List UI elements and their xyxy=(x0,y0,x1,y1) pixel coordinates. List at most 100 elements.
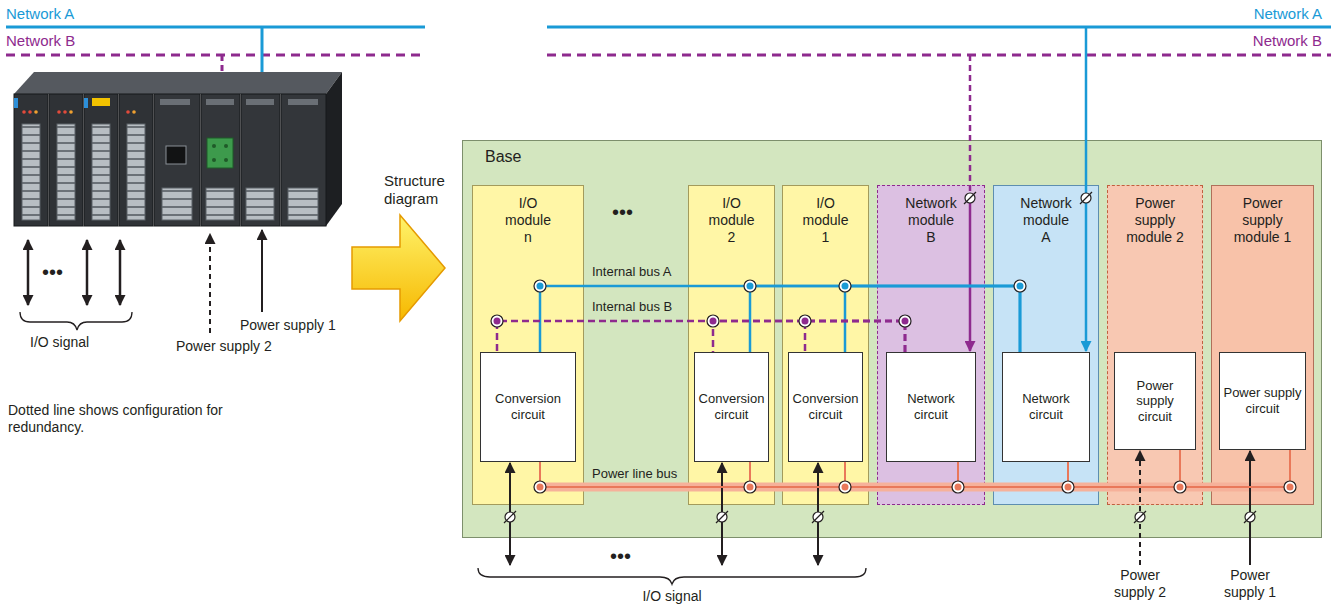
terminal-block xyxy=(288,188,318,220)
power-arrow xyxy=(261,230,263,312)
label-holder: ••• xyxy=(42,260,63,284)
base-title: Base xyxy=(485,147,1321,166)
green-connector xyxy=(207,138,233,168)
module-title: Power supply module 2 xyxy=(1123,195,1187,245)
io-arrow xyxy=(86,240,89,305)
network-a-line xyxy=(547,26,1331,29)
junction xyxy=(899,315,911,327)
circuit-box: Conversion circuit xyxy=(480,352,576,462)
screw xyxy=(224,158,228,162)
label-holder: Network B xyxy=(1253,32,1322,50)
io-module-front xyxy=(84,94,118,226)
power-label: Power supply 2 xyxy=(1110,567,1170,601)
bus-label: Internal bus B xyxy=(592,299,672,315)
circuit-box: Network circuit xyxy=(886,352,976,462)
label-holder: Internal bus B xyxy=(592,299,672,315)
bracket xyxy=(478,568,866,584)
junction xyxy=(744,481,756,493)
terminal-block xyxy=(57,124,75,220)
junction xyxy=(744,280,756,292)
junction xyxy=(534,280,546,292)
junction xyxy=(707,315,719,327)
junction xyxy=(534,481,546,493)
yellow-arrow xyxy=(352,215,445,321)
ellipsis-mark: ••• xyxy=(610,544,631,568)
led xyxy=(57,110,61,114)
label-holder: Power supply 2 xyxy=(1110,567,1170,601)
power-label: Power supply 2 xyxy=(176,338,272,355)
device-photo xyxy=(14,72,342,226)
network-a-arrow xyxy=(1085,203,1088,351)
network-module-front xyxy=(201,94,240,226)
module-plate xyxy=(246,99,274,105)
junction xyxy=(1284,481,1296,493)
circuit-box: Network circuit xyxy=(1002,352,1090,462)
ellipsis-mark: ••• xyxy=(612,200,633,224)
terminal-block xyxy=(162,188,192,220)
led xyxy=(28,110,32,114)
bracket xyxy=(20,312,132,330)
terminal-block xyxy=(127,124,145,220)
module-tag xyxy=(92,98,110,106)
led xyxy=(132,110,136,114)
power-supply-module: Power supply module 1Power supply circui… xyxy=(1211,185,1314,505)
circuit-label: Conversion circuit xyxy=(792,391,859,422)
module-plate xyxy=(288,99,318,105)
bus-label: Power line bus xyxy=(592,466,677,482)
junction xyxy=(839,481,851,493)
junction xyxy=(1014,280,1026,292)
led xyxy=(84,98,88,108)
power-label: Power supply 1 xyxy=(240,317,336,334)
network-a-line xyxy=(6,26,425,29)
io-module: I/O module 1 Conversion circuit xyxy=(782,185,869,505)
label-holder: Structure diagram xyxy=(384,172,464,208)
signal-label: I/O signal xyxy=(632,588,712,605)
power-module-front xyxy=(281,94,326,226)
device-top xyxy=(14,72,342,94)
label-holder: I/O signal xyxy=(30,334,89,351)
circuit-box: Power supply circuit xyxy=(1114,352,1196,450)
junction xyxy=(799,315,811,327)
network-module-front xyxy=(154,94,200,226)
label-holder: Power supply 1 xyxy=(1220,567,1280,601)
rj45-port xyxy=(166,146,186,164)
module-title: Network module A xyxy=(1017,195,1075,245)
power-label: Power supply 1 xyxy=(1220,567,1280,601)
signal-label: I/O signal xyxy=(30,334,89,351)
ellipsis-mark: ••• xyxy=(42,260,63,284)
circuit-label: Network circuit xyxy=(1006,391,1086,422)
network-label: Network A xyxy=(1254,5,1322,23)
io-module: I/O module nConversion circuit xyxy=(472,185,584,505)
label-holder: Power supply 1 xyxy=(240,317,336,334)
terminal-block xyxy=(206,188,234,220)
terminal-block xyxy=(22,124,40,220)
network-a-drop xyxy=(1085,27,1088,193)
device-side xyxy=(326,72,342,226)
circuit-label: Conversion circuit xyxy=(484,391,572,422)
power-supply-module: Power supply module 2 Power supply circui… xyxy=(1107,185,1203,505)
junction xyxy=(952,481,964,493)
network-label: Network A xyxy=(6,5,74,23)
bus-label: Internal bus A xyxy=(592,264,672,280)
label-holder: Internal bus A xyxy=(592,264,672,280)
label-holder: ••• xyxy=(612,200,633,224)
network-label: Network B xyxy=(6,32,75,50)
module-title: I/O module 2 xyxy=(706,195,758,245)
module-plate xyxy=(206,99,234,105)
circuit-box: Power supply circuit xyxy=(1219,352,1306,450)
label-holder: Network A xyxy=(6,5,74,23)
circuit-box: Conversion circuit xyxy=(788,352,863,462)
module-title: I/O module 1 xyxy=(800,195,852,245)
junction xyxy=(491,315,503,327)
terminal-block xyxy=(246,188,274,220)
label-holder: ••• xyxy=(610,544,631,568)
label-holder: Power supply 2 xyxy=(176,338,272,355)
screw xyxy=(224,144,228,148)
led xyxy=(22,110,26,114)
led xyxy=(126,110,130,114)
circuit-label: Power supply circuit xyxy=(1223,385,1302,416)
note-text: Dotted line shows configuration for redu… xyxy=(8,402,223,436)
io-module-front xyxy=(14,94,48,226)
screw xyxy=(212,144,216,148)
circuit-box: Conversion circuit xyxy=(694,352,769,462)
